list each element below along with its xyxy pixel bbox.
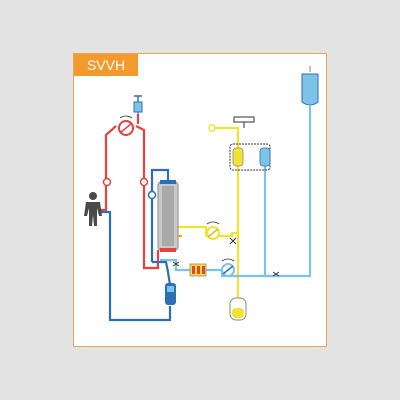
- syringe-icon: [133, 95, 143, 116]
- replacement-fluid-line: [160, 106, 312, 278]
- arterial-line: [100, 114, 160, 270]
- effluent-reservoir-icon: [232, 147, 244, 167]
- clamp-icon: [172, 261, 180, 267]
- venous-line-from-filter: [150, 168, 170, 262]
- replacement-line-to-heater: [205, 268, 278, 278]
- rotation-arrow-icon: [206, 221, 220, 225]
- clamp-icon: [229, 237, 237, 245]
- patient-figure-icon: [84, 192, 102, 226]
- rotation-arrow-icon: [119, 115, 133, 119]
- effluent-pump: [206, 221, 237, 245]
- air-trap-chamber-icon: [165, 283, 176, 305]
- effluent-line-from-filter: [174, 225, 208, 236]
- pressure-sensor-icon: [139, 177, 149, 187]
- replacement-reservoir-icon: [259, 147, 271, 167]
- replacement-line-from-bag: [278, 106, 312, 278]
- diagram-frame: SVVH: [73, 53, 327, 347]
- pressure-sensor-icon: [102, 177, 112, 187]
- arterial-pump: [118, 115, 134, 136]
- clamp-icon: [272, 271, 280, 277]
- rotation-arrow-icon: [221, 258, 235, 262]
- fluid-bag-icon: [301, 66, 319, 106]
- heater-icon: [189, 263, 207, 277]
- venous-line: [100, 168, 172, 322]
- effluent-line-to-scale: [212, 126, 240, 148]
- venous-line-to-patient: [100, 210, 172, 322]
- replacement-pump: [221, 258, 235, 277]
- replacement-line-to-venous: [160, 258, 190, 272]
- diagram-title: SVVH: [74, 54, 138, 76]
- pressure-sensor-icon: [208, 124, 216, 132]
- arterial-line-from-patient: [100, 125, 117, 212]
- replacement-line-main: [263, 165, 278, 278]
- venous-line-to-trap: [152, 260, 172, 286]
- effluent-bag-icon: [229, 297, 247, 321]
- pressure-sensor-icon: [147, 190, 157, 200]
- hemofilter-icon: [157, 180, 182, 252]
